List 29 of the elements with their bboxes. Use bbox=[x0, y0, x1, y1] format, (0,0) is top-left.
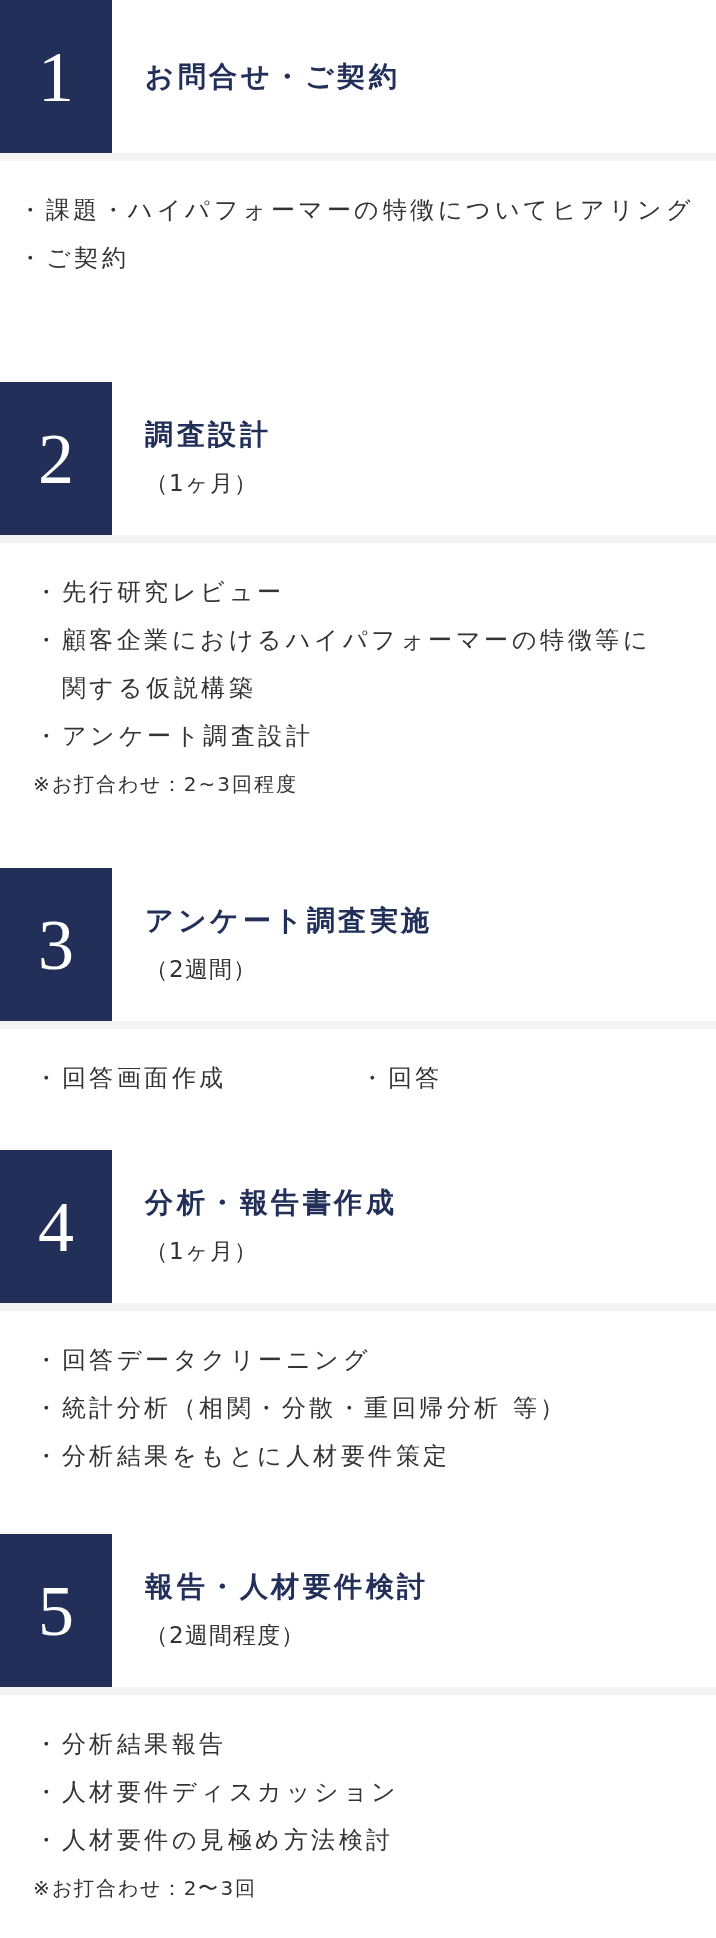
step-duration: （2週間） bbox=[145, 954, 257, 984]
step-title: 調査設計 bbox=[145, 416, 271, 453]
step-duration: （1ヶ月） bbox=[145, 468, 258, 498]
list-item-text: ・顧客企業におけるハイパフォーマーの特徴等に関する仮説構築 bbox=[34, 625, 652, 704]
list-item-text: ・人材要件ディスカッション bbox=[34, 1777, 400, 1808]
step-title: アンケート調査実施 bbox=[145, 902, 433, 939]
list-item-text: ・分析結果をもとに人材要件策定 bbox=[34, 1441, 451, 1472]
list-item-text: ・統計分析（相関・分散・重回帰分析 等） bbox=[34, 1393, 568, 1424]
list-item-text: ・人材要件の見極め方法検討 bbox=[34, 1825, 394, 1856]
list-item-text: ・先行研究レビュー bbox=[34, 577, 285, 608]
step-number-tile: 4 bbox=[0, 1150, 112, 1303]
step-title: 報告・人材要件検討 bbox=[145, 1568, 429, 1605]
step-duration: （1ヶ月） bbox=[145, 1236, 258, 1266]
step-number-tile: 1 bbox=[0, 0, 112, 153]
step-title: 分析・報告書作成 bbox=[145, 1184, 397, 1221]
note-text: ※お打合わせ：2〜3回 bbox=[33, 1875, 258, 1902]
step-duration: （2週間程度） bbox=[145, 1620, 305, 1650]
step-title: お問合せ・ご契約 bbox=[145, 58, 400, 95]
list-item-text: ・課題・ハイパフォーマーの特徴についてヒアリング bbox=[18, 195, 694, 226]
step-number-tile: 2 bbox=[0, 382, 112, 535]
list-item-text: ・分析結果報告 bbox=[34, 1729, 227, 1760]
step-number-tile: 5 bbox=[0, 1534, 112, 1687]
list-item-text: ・アンケート調査設計 bbox=[34, 721, 313, 752]
step-number-tile: 3 bbox=[0, 868, 112, 1021]
list-item-text: ・回答画面作成 bbox=[34, 1063, 227, 1094]
list-item-text: ・ご契約 bbox=[18, 243, 129, 274]
list-item-text: ・回答 bbox=[360, 1063, 443, 1094]
list-item-text: ・回答データクリーニング bbox=[34, 1345, 371, 1376]
note-text: ※お打合わせ：2~3回程度 bbox=[33, 771, 298, 798]
